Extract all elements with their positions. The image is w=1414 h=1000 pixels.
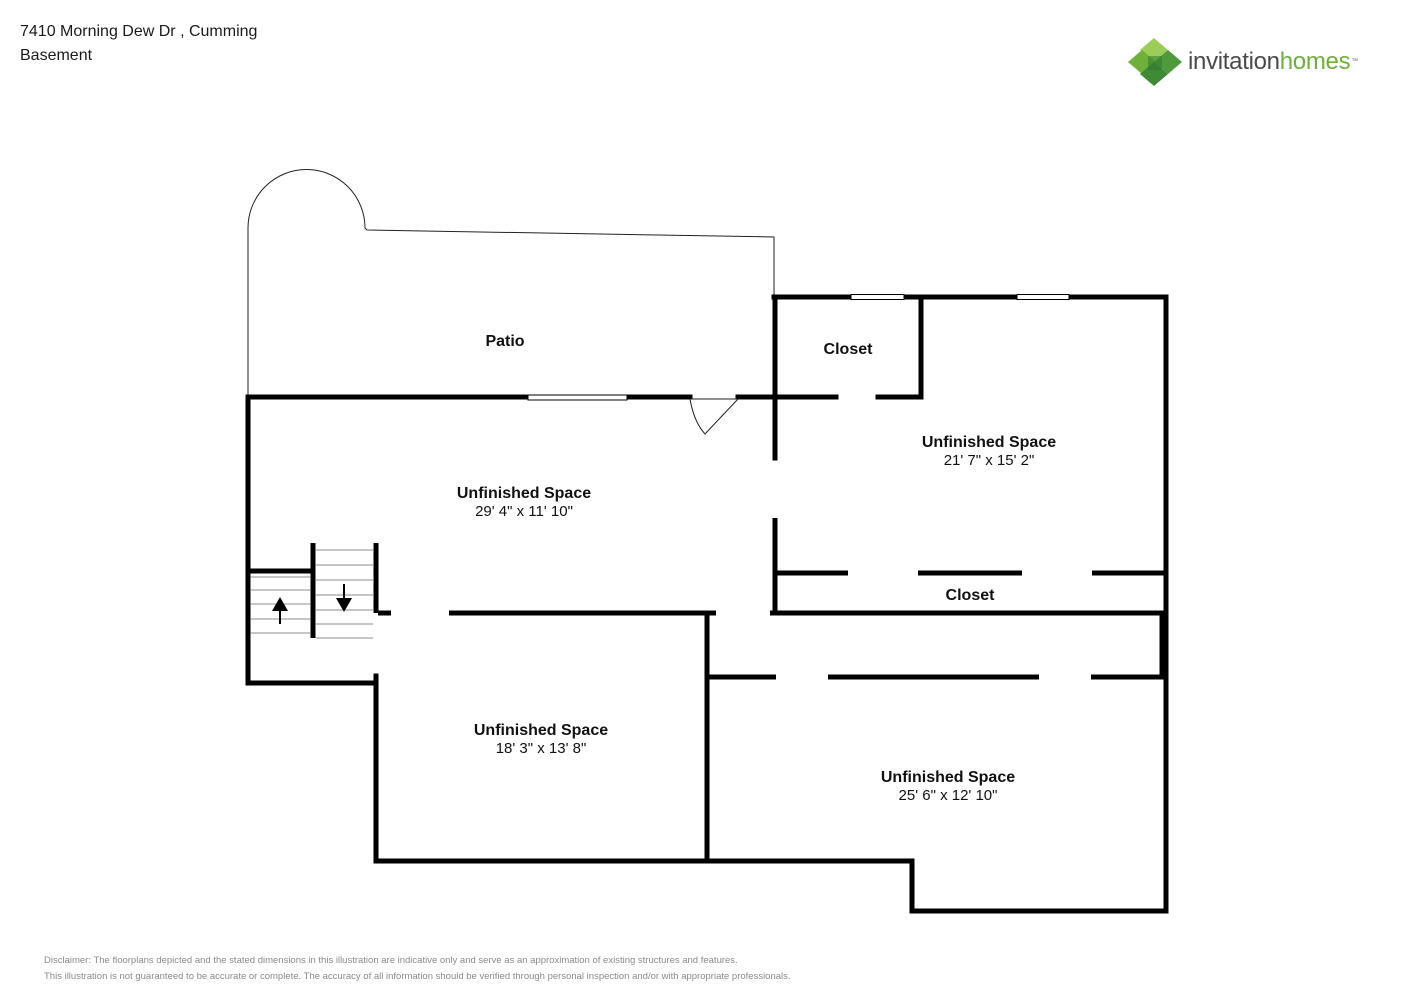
interior-walls [248, 518, 1166, 861]
room-dims-unfinished-sw: 18' 3" x 13' 8" [496, 740, 587, 757]
brand-wordmark: invitationhomes™ [1188, 47, 1358, 77]
arrow-up-icon [272, 597, 288, 624]
disclaimer-line-2: This illustration is not guaranteed to b… [44, 971, 791, 982]
room-label-patio: Patio [485, 333, 524, 350]
exterior-walls [245, 294, 1169, 914]
room-dims-unfinished-ne: 21' 7" x 15' 2" [944, 452, 1035, 469]
room-label-closet-top: Closet [824, 341, 874, 358]
windows [527, 294, 1070, 401]
room-label-unfinished-main: Unfinished Space [457, 485, 591, 502]
room-label-unfinished-se: Unfinished Space [881, 769, 1015, 786]
patio-door-swing [689, 398, 739, 435]
room-dims-unfinished-main: 29' 4" x 11' 10" [475, 503, 573, 520]
patio-outline [247, 169, 775, 397]
floor-level-label: Basement [20, 47, 93, 64]
brand-word-homes: homes [1279, 48, 1351, 75]
brand-word-invitation: invitation [1188, 48, 1280, 75]
brand-trademark: ™ [1351, 58, 1358, 65]
room-dims-unfinished-se: 25' 6" x 12' 10" [899, 787, 998, 804]
disclaimer-line-1: Disclaimer: The floorplans depicted and … [44, 955, 738, 966]
brand-logo-icon [1128, 38, 1182, 86]
property-address: 7410 Morning Dew Dr , Cumming [20, 23, 258, 40]
arrow-down-icon [336, 584, 352, 612]
room-label-unfinished-sw: Unfinished Space [474, 722, 608, 739]
room-label-closet-mid: Closet [946, 587, 996, 604]
brand-logo: invitationhomes™ [1128, 36, 1388, 90]
room-label-unfinished-ne: Unfinished Space [922, 434, 1056, 451]
